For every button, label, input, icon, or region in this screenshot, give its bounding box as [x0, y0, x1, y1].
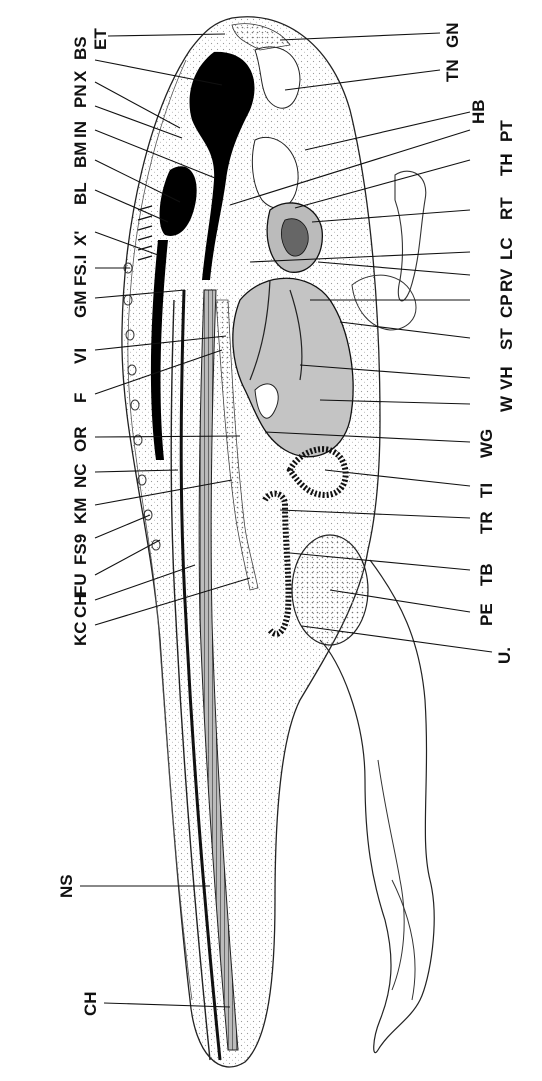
label-pt: PT	[498, 120, 515, 142]
label-f: F	[72, 393, 89, 403]
label-st: ST	[498, 328, 515, 350]
label-cp: CP	[498, 294, 515, 318]
label-nc: NC	[72, 463, 89, 488]
label-fs9: FS9	[72, 534, 89, 565]
label-tr: TR	[478, 511, 495, 534]
label-pe: PE	[478, 603, 495, 626]
label-ti: TI	[478, 483, 495, 498]
label-bm: BM	[72, 142, 89, 168]
label-rv: RV	[498, 269, 515, 292]
label-tn: TN	[444, 59, 461, 82]
label-u: U.	[496, 647, 513, 664]
label-ch: CH	[72, 593, 89, 618]
label-gm: GM	[72, 291, 89, 318]
label-et: ET	[92, 28, 109, 50]
label-x-prime: X'	[72, 231, 89, 246]
label-hb: HB	[470, 99, 487, 124]
label-gn: GN	[444, 23, 461, 49]
label-km: KM	[72, 498, 89, 524]
label-bs: BS	[72, 36, 89, 60]
label-x: X	[72, 71, 89, 82]
label-tb: TB	[478, 563, 495, 586]
label-ns: NS	[58, 874, 75, 898]
label-vh: VH	[498, 366, 515, 390]
label-or: OR	[72, 427, 89, 453]
label-in: IN	[72, 121, 89, 138]
label-th: TH	[498, 153, 515, 176]
label-wg: WG	[478, 429, 495, 458]
label-bl: BL	[72, 182, 89, 205]
label-vi: VI	[72, 348, 89, 364]
label-pn: PN	[72, 84, 89, 108]
label-fs1: FS.I	[72, 255, 89, 286]
label-rt: RT	[498, 197, 515, 220]
label-w: W	[498, 396, 515, 412]
label-lc: LC	[498, 237, 515, 260]
label-ch-tail: CH	[82, 991, 99, 1016]
label-kc: KC	[72, 621, 89, 646]
